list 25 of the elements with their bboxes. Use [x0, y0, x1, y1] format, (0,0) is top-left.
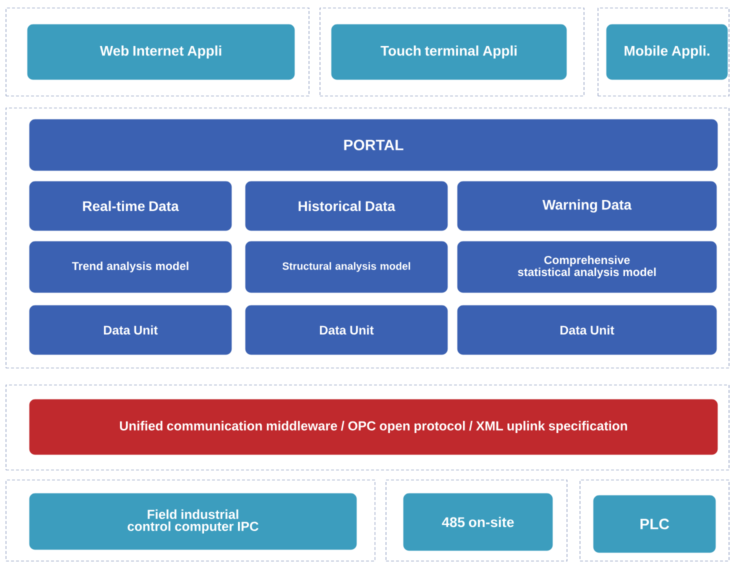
app-box: Web Internet Appli: [26, 24, 296, 80]
dashed-frame: [6, 480, 376, 562]
data-unit-box: Data Unit: [28, 304, 232, 356]
app-box: Touch terminal Appli: [330, 24, 568, 80]
portal-bar: PORTAL: [28, 118, 718, 172]
data-box: Warning Data: [456, 180, 718, 232]
data-unit-box: Data Unit: [244, 304, 448, 356]
device-box: 485 on-site: [402, 492, 554, 552]
dashed-frame: [386, 480, 568, 562]
dashed-frame: [6, 108, 730, 368]
dashed-frame: [6, 8, 310, 96]
model-box: Trend analysis model: [28, 240, 232, 294]
device-box: PLC: [592, 494, 716, 554]
data-box: Historical Data: [244, 180, 448, 232]
dashed-frame: [580, 480, 730, 562]
dashed-frame: [598, 8, 730, 96]
data-box: Real-time Data: [28, 180, 232, 232]
dashed-frame: [6, 384, 730, 470]
app-box: Mobile Appli.: [606, 24, 728, 80]
dashed-frame: [320, 8, 584, 96]
data-unit-box: Data Unit: [456, 304, 718, 356]
middleware-bar: Unified communication middleware / OPC open protocol / XML uplink specification: [28, 398, 718, 456]
model-box: Comprehensive statistical analysis model: [456, 240, 718, 294]
device-box: Field industrial control computer IPC: [28, 492, 358, 550]
model-box: Structural analysis model: [244, 240, 448, 294]
